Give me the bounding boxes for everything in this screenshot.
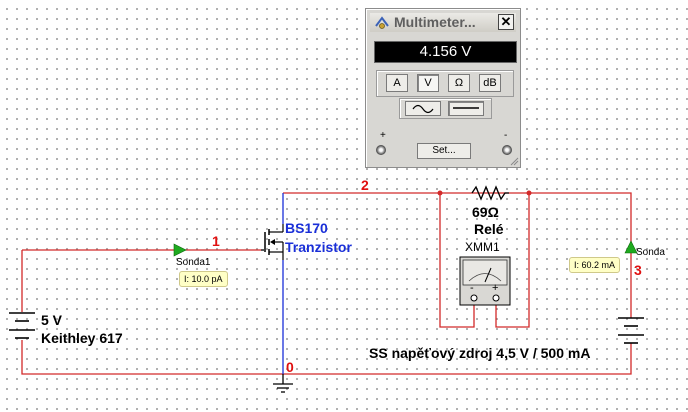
wires: [21, 192, 632, 375]
battery-left-symbol[interactable]: [9, 312, 35, 339]
junction-dot: [526, 190, 532, 196]
dc-mode-button[interactable]: [448, 101, 484, 116]
mode-ampere-button[interactable]: A: [386, 74, 408, 92]
resistor-value: 69Ω: [472, 204, 499, 220]
probe2-name: Sonda: [636, 247, 665, 258]
source-right-name: SS napěťový zdroj 4,5 V / 500 mA: [369, 345, 591, 361]
battery-right-symbol[interactable]: [618, 317, 644, 344]
mode-ohm-button[interactable]: Ω: [448, 74, 470, 92]
transistor-model: BS170: [285, 220, 328, 236]
transistor-name: Tranzistor: [285, 239, 352, 255]
probe1-reading: I: 10.0 pA: [179, 271, 228, 287]
ac-mode-button[interactable]: [405, 101, 441, 116]
node-label-0: 0: [286, 359, 294, 375]
node-label-3: 3: [634, 262, 642, 278]
multimeter-reading: 4.156 V: [374, 41, 517, 63]
node-label-2: 2: [361, 177, 369, 193]
probe2-reading: I: 60.2 mA: [569, 257, 621, 273]
meter-minus-sign: -: [470, 282, 474, 294]
probe1-name: Sonda1: [176, 257, 211, 268]
multimeter-window[interactable]: Multimeter... ✕ 4.156 V A V Ω dB + Set..…: [365, 8, 521, 168]
set-button[interactable]: Set...: [417, 143, 471, 159]
terminal-plus-sign: +: [380, 130, 386, 141]
positive-terminal[interactable]: [376, 145, 386, 155]
wire-ground: [21, 340, 632, 375]
meter-plus-sign: +: [492, 282, 499, 294]
close-button[interactable]: ✕: [498, 14, 514, 30]
probe1-arrow-icon[interactable]: [173, 243, 187, 257]
transistor-symbol[interactable]: [261, 193, 284, 374]
multimeter-title: Multimeter...: [394, 14, 476, 30]
node-label-1: 1: [212, 233, 220, 249]
dc-line-icon: [453, 107, 479, 109]
wire-node-2: [283, 192, 632, 318]
meter-name: XMM1: [465, 240, 500, 254]
negative-terminal[interactable]: [502, 145, 512, 155]
ac-dc-button-group: [399, 98, 492, 119]
multimeter-title-bar[interactable]: Multimeter... ✕: [370, 13, 516, 32]
junction-dot: [437, 190, 443, 196]
resistor-name: Relé: [474, 221, 504, 237]
mode-button-group: A V Ω dB: [376, 70, 514, 97]
source-left-value: 5 V: [41, 312, 63, 328]
probe2-arrow-icon[interactable]: [624, 240, 638, 254]
ground-icon: [273, 374, 293, 393]
wire-meter-minus: [439, 193, 475, 328]
sine-wave-icon: [412, 104, 434, 114]
resistor-symbol[interactable]: [471, 185, 509, 201]
terminal-minus-sign: -: [504, 130, 508, 141]
mode-db-button[interactable]: dB: [479, 74, 501, 92]
wire-meter-plus: [495, 193, 530, 328]
multimeter-app-icon: [375, 16, 389, 29]
mode-volt-button[interactable]: V: [417, 74, 439, 92]
multimeter-symbol[interactable]: [459, 256, 511, 306]
resize-grip-icon[interactable]: [509, 156, 519, 166]
source-left-name: Keithley 617: [41, 330, 123, 346]
